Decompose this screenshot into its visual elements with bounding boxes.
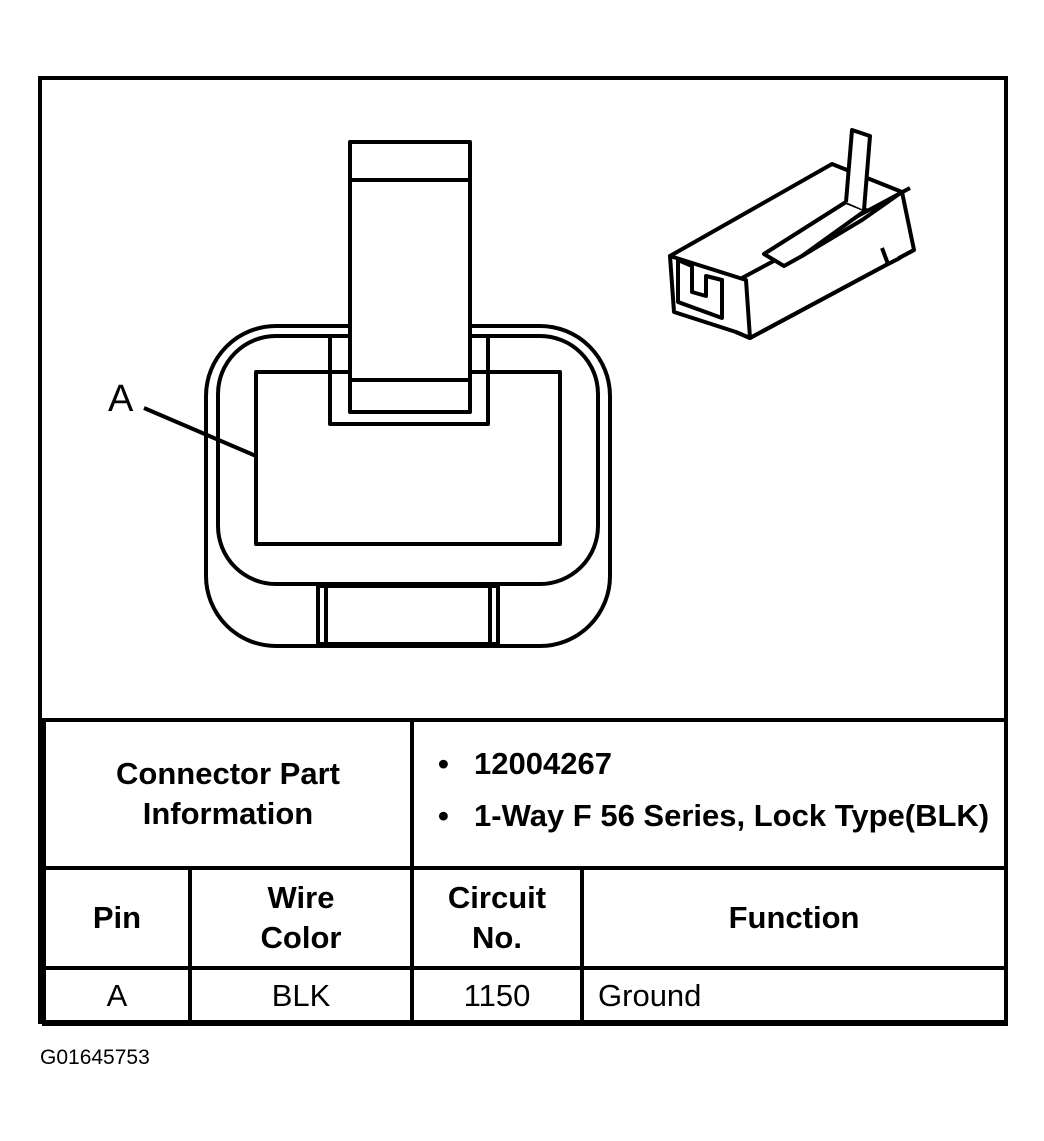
callout-leader [143,406,257,458]
lock-tab [348,140,472,414]
connector-part-label: Connector Part Information [41,718,415,870]
cell-pin: A [42,966,192,1026]
diagram-area: A [42,80,1004,718]
connector-part-values: 12004267 1-Way F 56 Series, Lock Type(BL… [410,718,1009,870]
connector-part-list: 12004267 1-Way F 56 Series, Lock Type(BL… [414,745,1004,835]
connector-drawing [143,128,916,648]
cell-circuit: 1150 [410,966,585,1026]
pin-table-header: Pin Wire Color Circuit No. Function [42,866,1009,970]
header-wire-color: Wire Color [187,866,415,970]
cell-function: Ground [580,966,1009,1026]
table-row: A BLK 1150 Ground [42,966,1009,1026]
header-circuit: Circuit No. [410,866,585,970]
connector-info-table: Connector Part Information 12004267 1-Wa… [41,718,1009,1026]
part-number: 12004267 [438,745,1004,783]
bottom-latch [316,584,500,646]
callout-label-a: A [108,378,134,420]
connector-part-row: Connector Part Information 12004267 1-Wa… [41,718,1009,870]
part-description: 1-Way F 56 Series, Lock Type(BLK) [438,797,1004,835]
figure-id: G01645753 [40,1046,150,1069]
header-function: Function [580,866,1009,970]
connector-diagram-frame: A Connector Part Information 12004267 1-… [38,76,1009,1026]
header-pin: Pin [42,866,192,970]
connector-iso-view [668,128,916,340]
cell-wire-color: BLK [187,966,415,1026]
